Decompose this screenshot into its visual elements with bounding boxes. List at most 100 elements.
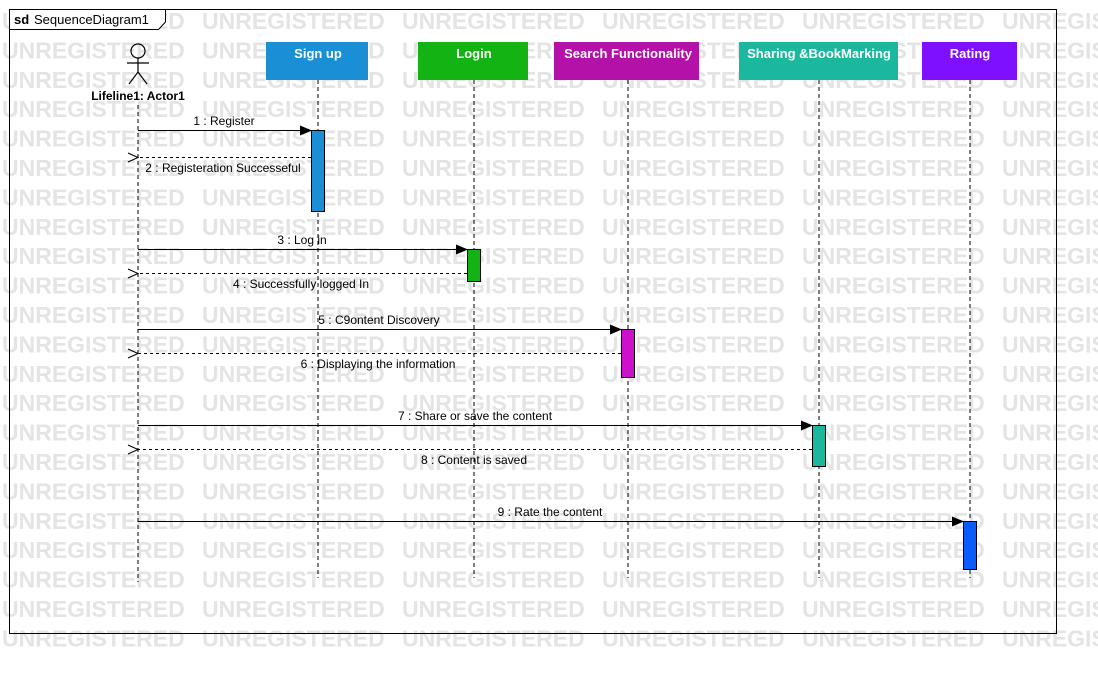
message-label: 9 : Rate the content (498, 505, 603, 519)
watermark-text: UNREGISTERED (202, 243, 385, 269)
watermark-text: UNREGISTERED (802, 508, 985, 534)
watermark-text: UNREGISTERED (602, 478, 785, 504)
watermark-text: UNREGISTERED (1002, 67, 1098, 93)
watermark-text: UNREGISTERED (1002, 37, 1098, 63)
watermark-text: UNREGISTERED (1002, 214, 1098, 240)
frame-title: SequenceDiagram1 (34, 12, 149, 27)
watermark-text: UNREGISTERED (202, 449, 385, 475)
watermark-text: UNREGISTERED (802, 449, 985, 475)
watermark-text: UNREGISTERED (2, 390, 185, 416)
reply-message: 6 : Displaying the information (138, 354, 621, 371)
watermark-text: UNREGISTERED (602, 302, 785, 328)
watermark-text: UNREGISTERED (2, 331, 185, 357)
watermark-text: UNREGISTERED (802, 390, 985, 416)
watermark-text: UNREGISTERED (402, 302, 585, 328)
watermark-text: UNREGISTERED (602, 537, 785, 563)
watermark-text: UNREGISTERED (2, 126, 185, 152)
watermark-text: UNREGISTERED (802, 8, 985, 34)
watermark-text: UNREGISTERED (802, 302, 985, 328)
lifeline-label: Sign up (294, 46, 342, 61)
watermark-text: UNREGISTERED (202, 420, 385, 446)
reply-message: 2 : Registeration Successeful (138, 158, 311, 175)
lifelines: Sign up Login Search Functionality Sharing … (266, 42, 1017, 578)
watermark-text: UNREGISTERED (602, 96, 785, 122)
watermark-text: UNREGISTERED (402, 214, 585, 240)
message-label: 3 : Log in (277, 233, 326, 247)
watermark-text: UNREGISTERED (1002, 331, 1098, 357)
watermark-text: UNREGISTERED (1002, 420, 1098, 446)
watermark-text: UNREGISTERED (2, 537, 185, 563)
message-label: 5 : C9ontent Discovery (318, 313, 439, 327)
watermark-text: UNREGISTERED (2, 184, 185, 210)
activation-bar (311, 130, 325, 212)
watermark-text: UNREGISTERED (1002, 390, 1098, 416)
watermark-text: UNREGISTERED (1002, 126, 1098, 152)
watermark-text: UNREGISTERED (402, 478, 585, 504)
watermark-text: UNREGISTERED (402, 596, 585, 622)
watermark-text: UNREGISTERED (202, 8, 385, 34)
watermark-text: UNREGISTERED (402, 126, 585, 152)
message-label: 7 : Share or save the content (398, 409, 553, 423)
watermark-text: UNREGISTERED (2, 67, 185, 93)
watermark-text: UNREGISTERED (1002, 361, 1098, 387)
activation-bar (812, 425, 826, 467)
actor-left-leg (128, 71, 139, 85)
watermark-text: UNREGISTERED (602, 420, 785, 446)
watermark-text: UNREGISTERED (602, 243, 785, 269)
watermark-text: UNREGISTERED (602, 126, 785, 152)
watermark-text: UNREGISTERED (602, 625, 785, 651)
frame-border (9, 9, 1057, 634)
watermark-text: UNREGISTERED (1002, 596, 1098, 622)
watermark-text: UNREGISTERED (202, 184, 385, 210)
watermark-text: UNREGISTERED (202, 302, 385, 328)
watermark-text: UNREGISTERED (1002, 273, 1098, 299)
watermark-text: UNREGISTERED (2, 567, 185, 593)
lifeline: Search Functionality (554, 42, 699, 578)
watermark-text: UNREGISTERED (2, 449, 185, 475)
watermark-text: UNREGISTERED (2, 625, 185, 651)
watermark-text: UNREGISTERED (802, 596, 985, 622)
watermark-text: UNREGISTERED (2, 243, 185, 269)
watermark-text: UNREGISTERED (802, 420, 985, 446)
watermark-text: UNREGISTERED (1002, 449, 1098, 475)
watermark-text: UNREGISTERED (802, 478, 985, 504)
watermark-text: UNREGISTERED (602, 214, 785, 240)
lifeline-head (266, 42, 368, 80)
message-label: 8 : Content is saved (421, 453, 527, 467)
call-message: 9 : Rate the content (138, 505, 964, 527)
watermark-text: UNREGISTERED (1002, 537, 1098, 563)
watermark-text: UNREGISTERED (402, 361, 585, 387)
watermark-text: UNREGISTERED (802, 243, 985, 269)
watermark-text: UNREGISTERED (202, 361, 385, 387)
watermark-text: UNREGISTERED (1002, 478, 1098, 504)
watermark-text: UNREGISTERED (802, 214, 985, 240)
watermark-text: UNREGISTERED (402, 508, 585, 534)
watermark-text: UNREGISTERED (402, 449, 585, 475)
watermark-text: UNREGISTERED (202, 390, 385, 416)
actor-label: Lifeline1: Actor1 (91, 89, 185, 103)
watermark-text: UNREGISTERED (1002, 508, 1098, 534)
frame-keyword: sd (14, 12, 29, 27)
call-message: 1 : Register (138, 114, 312, 136)
watermark-text: UNREGISTERED (1002, 243, 1098, 269)
watermark-text: UNREGISTERED (1002, 302, 1098, 328)
watermark-text: UNREGISTERED (2, 508, 185, 534)
lifeline-label: Login (456, 46, 491, 61)
call-message: 3 : Log in (138, 233, 468, 255)
watermark-text: UNREGISTERED (2, 37, 185, 63)
lifeline: Login (418, 42, 528, 578)
lifeline-head (739, 42, 898, 80)
watermark-text: UNREGISTERED (802, 155, 985, 181)
watermark-text: UNREGISTERED (2, 96, 185, 122)
call-message: 5 : C9ontent Discovery (138, 313, 622, 335)
reply-message: 8 : Content is saved (138, 450, 812, 467)
watermark-text: UNREGISTERED (1002, 8, 1098, 34)
watermark-text: UNREGISTERED (402, 625, 585, 651)
watermark-text: UNREGISTERED (2, 273, 185, 299)
watermark-text: UNREGISTERED (2, 420, 185, 446)
lifeline: Sharing &BookMarking (739, 42, 898, 578)
activation-bar (963, 521, 977, 570)
watermark-text: UNREGISTERED (802, 567, 985, 593)
